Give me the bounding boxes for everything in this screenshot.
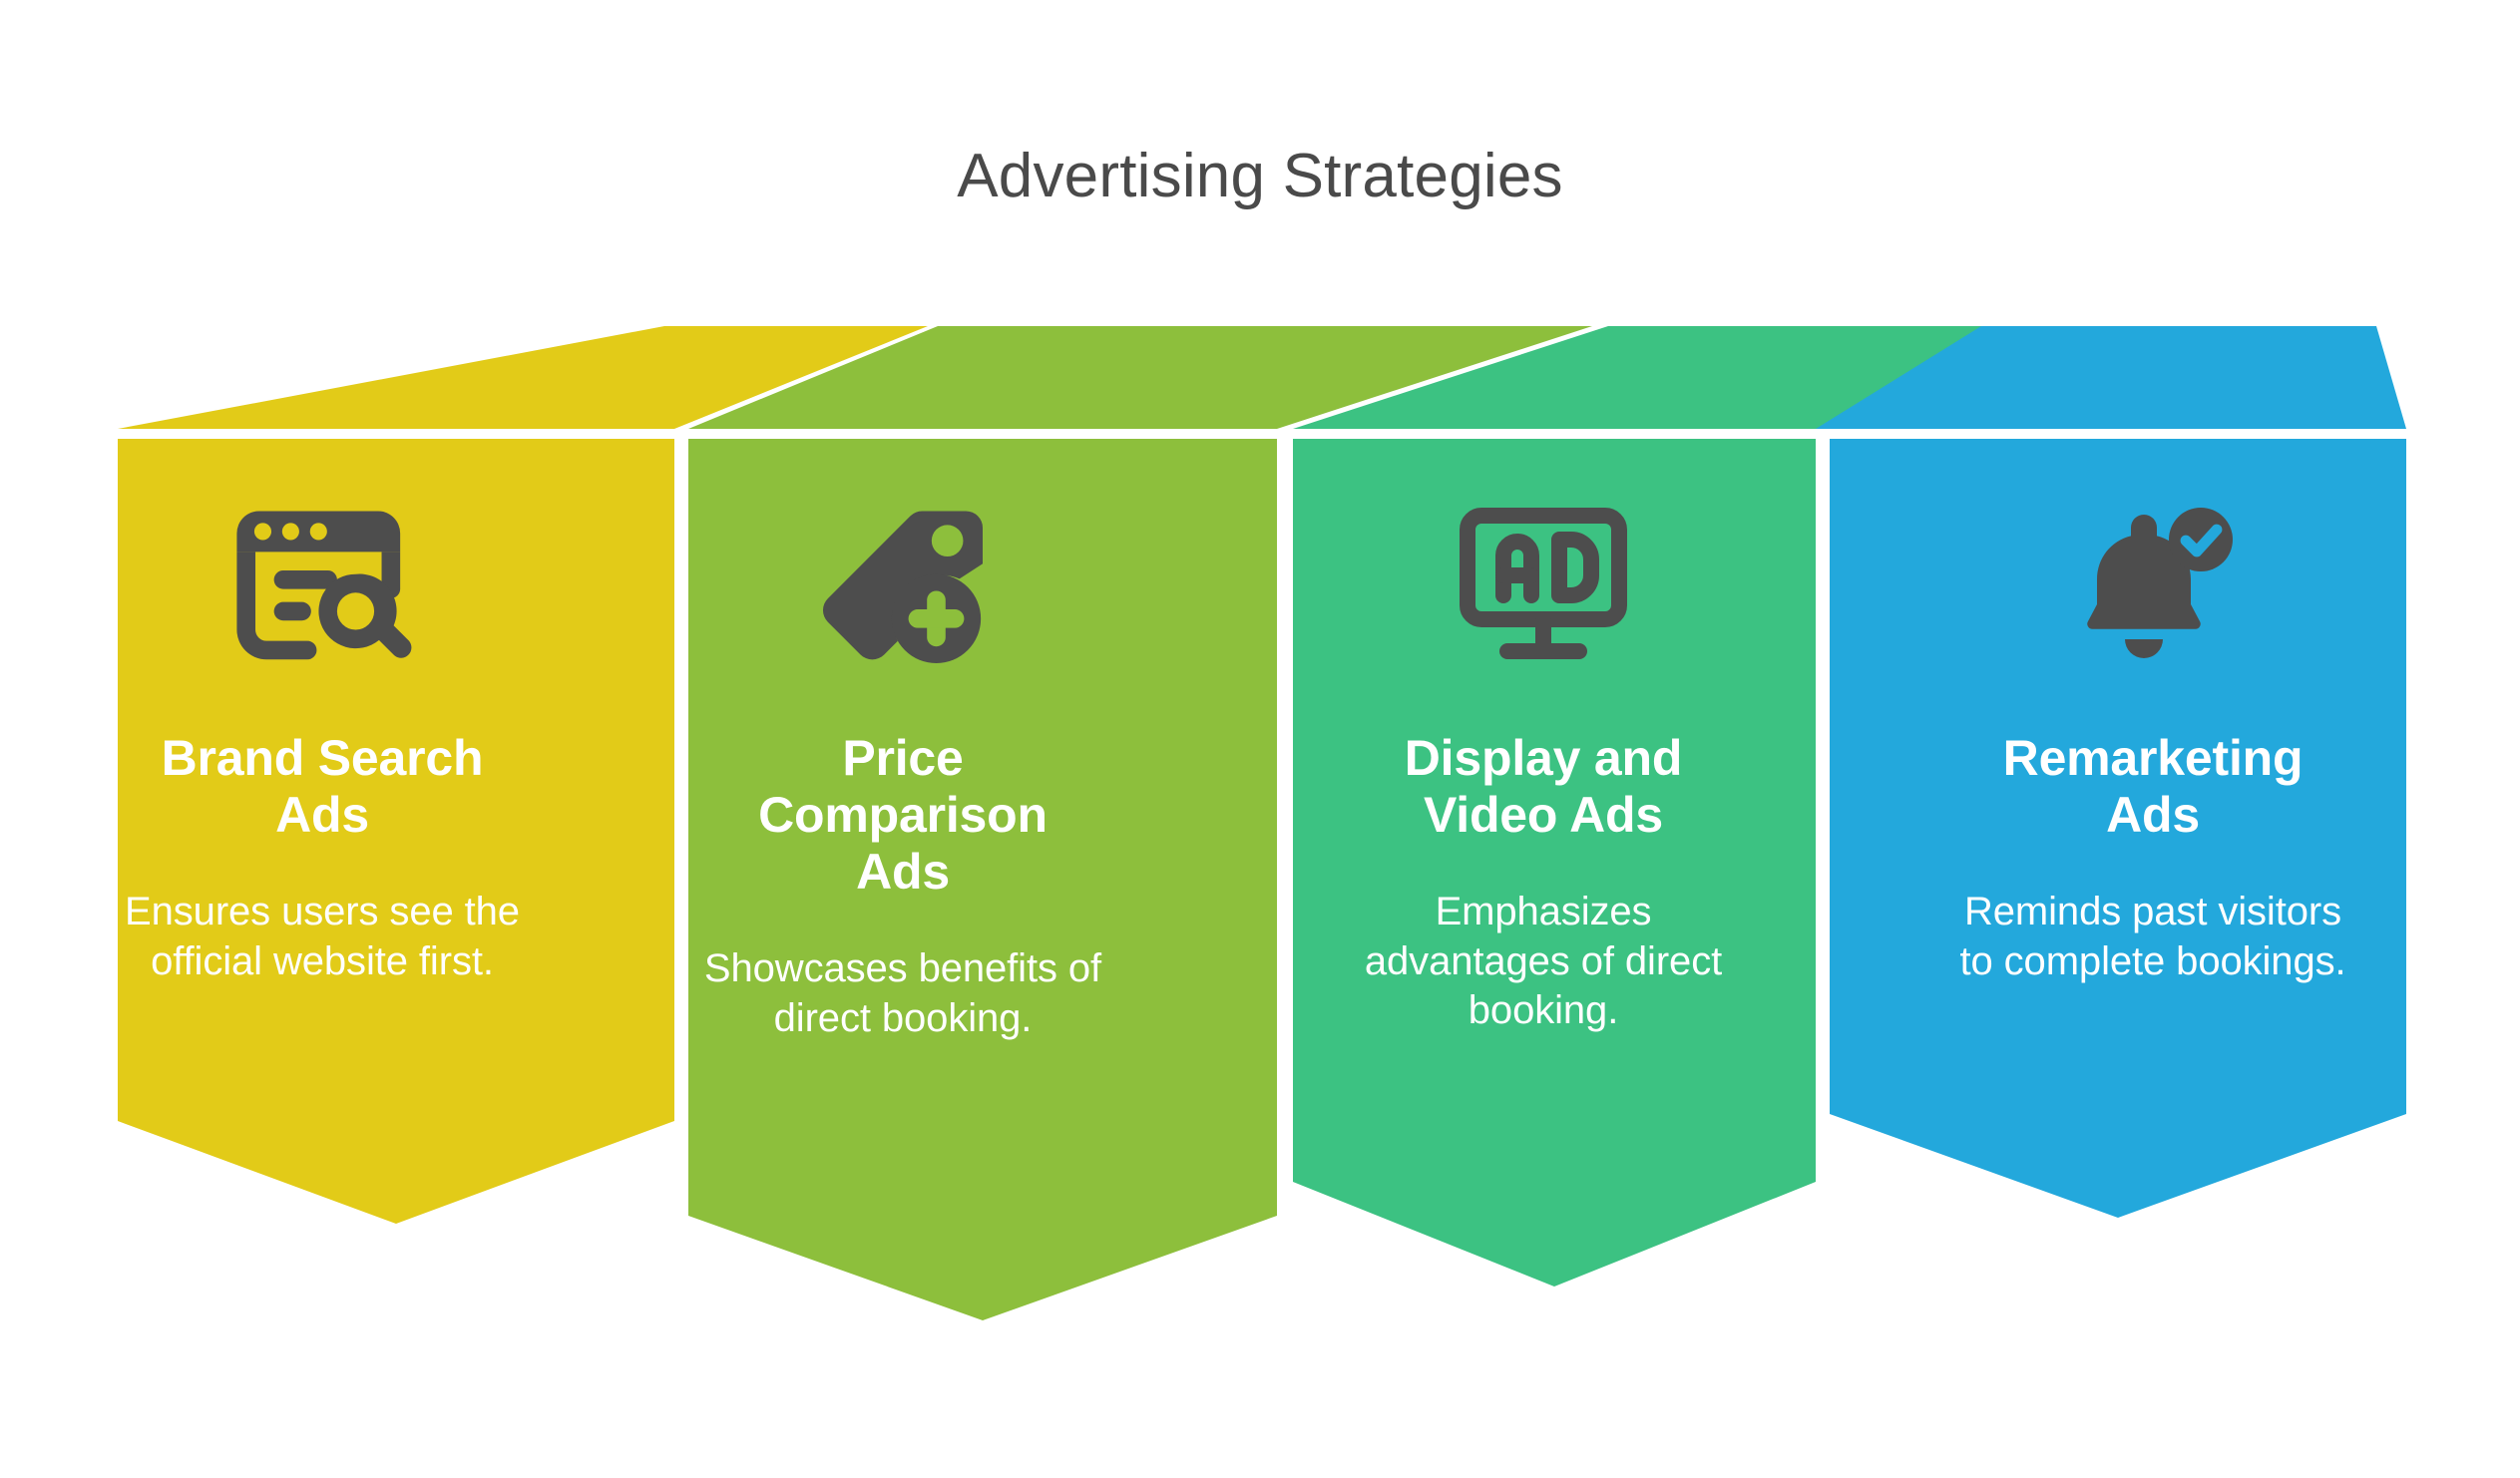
panel-body-price-comparison[interactable] (688, 439, 1277, 1320)
panel-description: Emphasizes advantages of direct booking. (1364, 890, 1723, 1033)
panel-roof-brand-search (118, 326, 928, 429)
panel-roof-display-video (1293, 326, 1981, 429)
panel-roof-price-comparison (688, 326, 1592, 429)
ad-monitor-icon (1456, 504, 1631, 668)
bell-check-icon (2065, 504, 2241, 668)
panel-body-display-video[interactable] (1293, 439, 1816, 1287)
panel-description: Reminds past visitors to complete bookin… (1959, 890, 2346, 983)
panel-description: Ensures users see the official website f… (125, 890, 520, 983)
panel-description: Showcases benefits of direct booking. (703, 946, 1102, 1040)
price-tag-plus-icon (813, 504, 993, 668)
browser-search-icon (222, 504, 422, 668)
page-title: Advertising Strategies (957, 142, 1563, 210)
panel-body-remarketing[interactable] (1830, 439, 2406, 1218)
panel-body-brand-search[interactable] (118, 439, 674, 1224)
